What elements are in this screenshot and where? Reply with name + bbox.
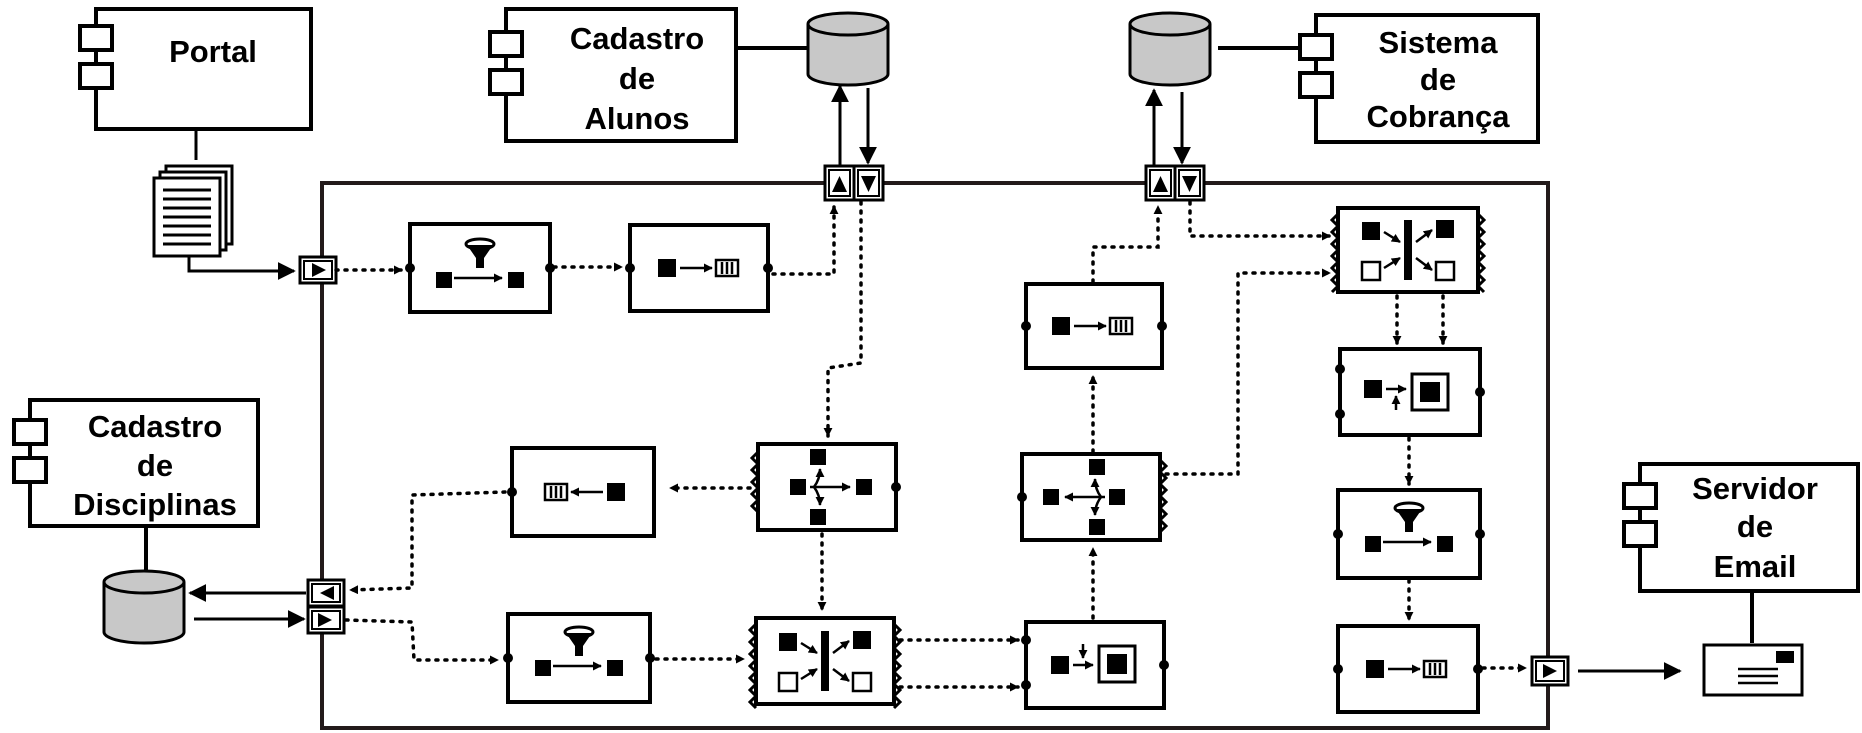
- cadastro-disciplinas-label-1: Cadastro: [88, 409, 222, 444]
- message-translator-icon[interactable]: [625, 223, 773, 313]
- cadastro-disciplinas-label-3: Disciplinas: [73, 487, 237, 522]
- channel-adapter-in-out-icon[interactable]: [823, 164, 885, 202]
- cadastro-alunos-label-1: Cadastro: [570, 21, 704, 56]
- message-translator-icon[interactable]: [1021, 282, 1167, 370]
- sistema-cobranca-label-3: Cobrança: [1367, 99, 1511, 134]
- cadastro-alunos-component[interactable]: Cadastro de Alunos: [488, 7, 738, 143]
- servidor-email-label-1: Servidor: [1692, 471, 1818, 506]
- channel-adapter-in-icon[interactable]: [298, 255, 338, 285]
- channel-adapter-out-icon[interactable]: [1530, 655, 1570, 687]
- servidor-email-component[interactable]: Servidor de Email: [1622, 462, 1860, 593]
- cadastro-disciplinas-component[interactable]: Cadastro de Disciplinas: [12, 398, 260, 528]
- sistema-cobranca-label-1: Sistema: [1379, 25, 1499, 60]
- content-enricher-icon[interactable]: [1021, 620, 1169, 710]
- servidor-email-label-3: Email: [1714, 549, 1797, 584]
- servidor-email-label-2: de: [1737, 509, 1773, 544]
- content-based-router-icon[interactable]: [1017, 452, 1169, 542]
- content-based-router-icon[interactable]: [749, 442, 901, 532]
- message-filter-icon[interactable]: [405, 222, 555, 314]
- message-translator-icon[interactable]: [507, 446, 656, 538]
- sistema-cobranca-label-2: de: [1420, 62, 1456, 97]
- database-icon: [1128, 11, 1212, 87]
- sistema-cobranca-component[interactable]: Sistema de Cobrança: [1298, 13, 1540, 144]
- document-stack-icon: [152, 164, 234, 258]
- cadastro-alunos-label-3: Alunos: [584, 101, 689, 136]
- channel-adapter-out-icon[interactable]: [306, 578, 346, 608]
- message-channels: [334, 200, 1528, 692]
- database-icon: [806, 11, 890, 87]
- aggregator-icon[interactable]: [1329, 206, 1487, 294]
- channel-adapter-in-out-icon[interactable]: [1144, 164, 1206, 202]
- message-translator-icon[interactable]: [1333, 624, 1483, 714]
- portal-label: Portal: [169, 34, 257, 69]
- aggregator-icon[interactable]: [747, 616, 903, 710]
- message-filter-icon[interactable]: [503, 612, 655, 704]
- database-icon: [102, 569, 186, 645]
- cadastro-alunos-label-2: de: [619, 61, 655, 96]
- cadastro-disciplinas-label-2: de: [137, 448, 173, 483]
- portal-component[interactable]: Portal: [78, 7, 313, 131]
- message-filter-icon[interactable]: [1333, 488, 1485, 580]
- integration-frame: [320, 181, 1550, 730]
- channel-adapter-in-icon[interactable]: [306, 605, 346, 635]
- envelope-icon: [1702, 643, 1804, 697]
- content-enricher-icon[interactable]: [1335, 347, 1485, 437]
